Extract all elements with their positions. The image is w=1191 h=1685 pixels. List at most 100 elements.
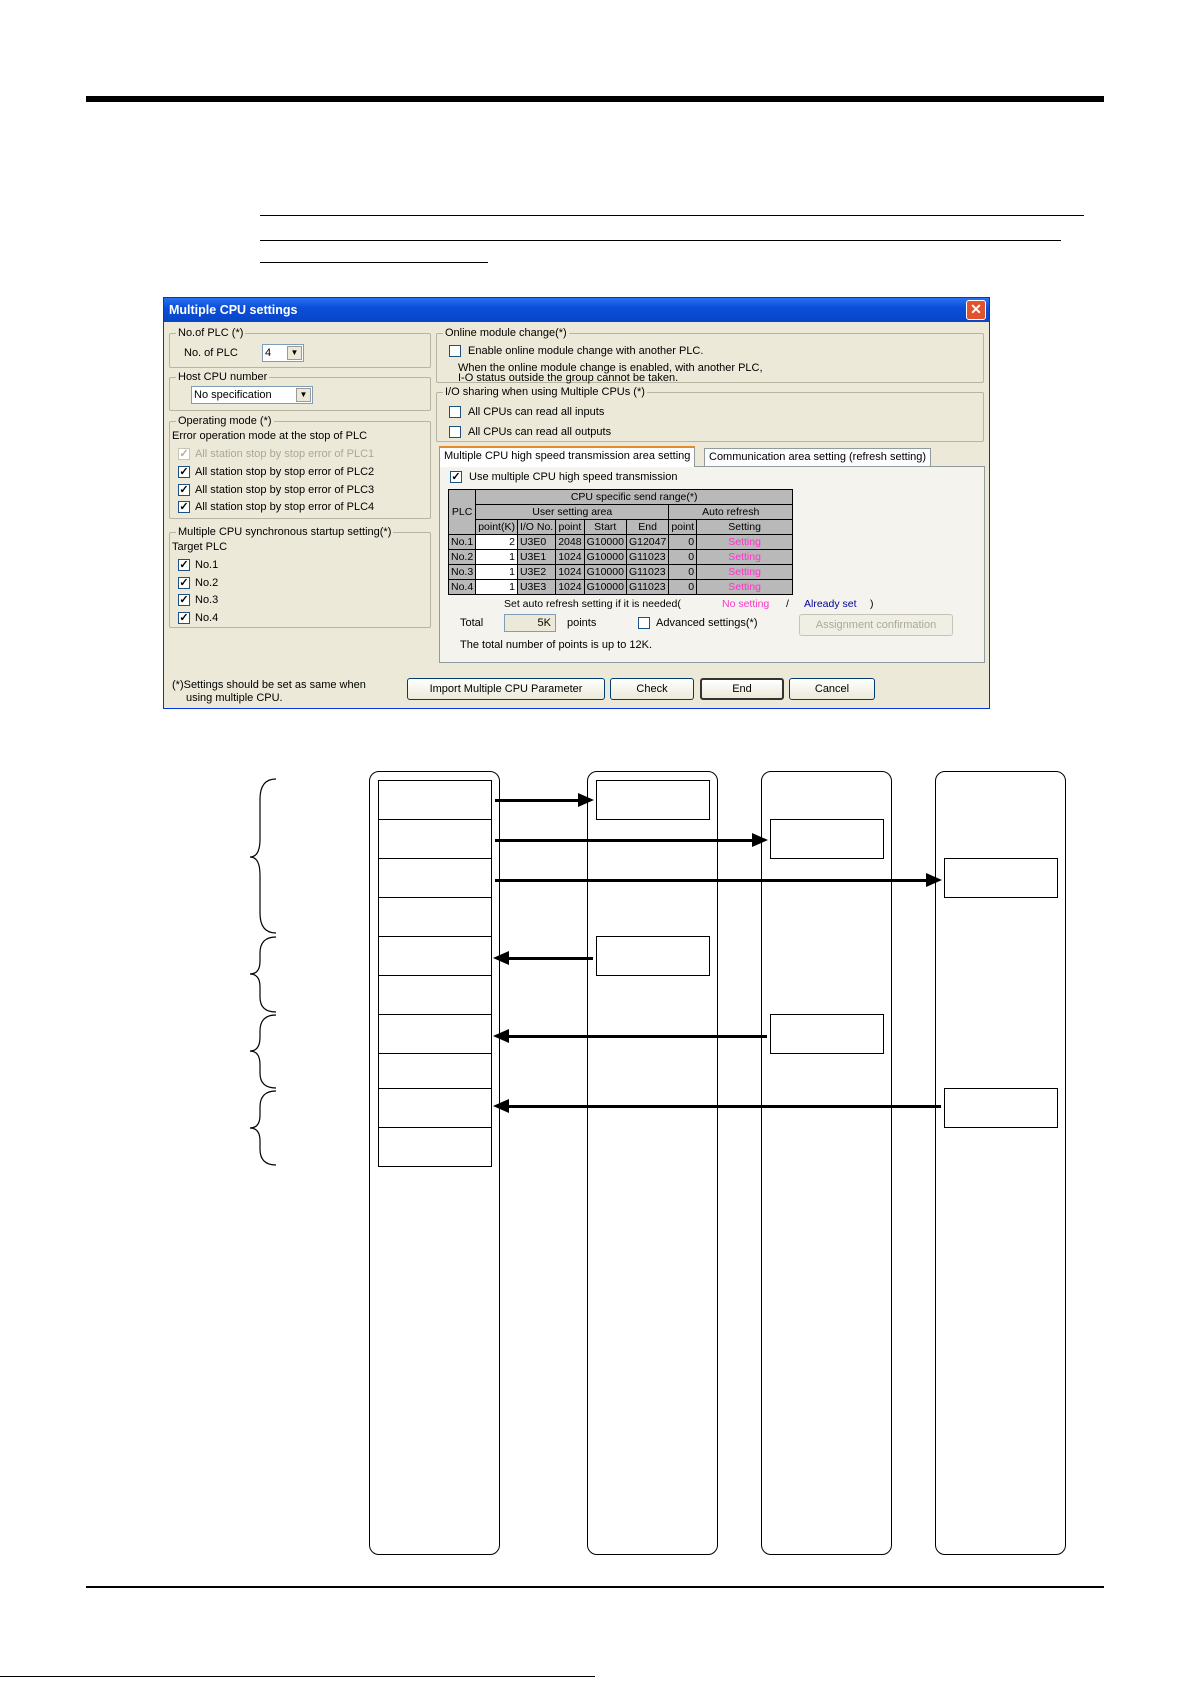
row-setting-button[interactable]: Setting xyxy=(696,534,794,550)
row-point-k[interactable]: 1 xyxy=(475,549,518,565)
table-row: No.1 2 U3E0 2048 G10000 G12047 0 Setting xyxy=(447,534,794,550)
row-plc: No.3 xyxy=(447,564,477,580)
online-change-label: Enable online module change with another… xyxy=(468,345,704,357)
row-point-k[interactable]: 1 xyxy=(475,564,518,580)
read-outputs-checkbox[interactable] xyxy=(449,426,461,438)
row-ar-point: 0 xyxy=(668,564,698,580)
cpu1-area-cell xyxy=(378,780,492,820)
plc4-stop-checkbox[interactable]: ✓ xyxy=(178,501,190,513)
chevron-down-icon: ▼ xyxy=(296,388,311,402)
host-cpu-select[interactable]: No specification ▼ xyxy=(191,386,313,404)
row-end: G11023 xyxy=(625,564,670,580)
no-of-plc-select[interactable]: 4 ▼ xyxy=(262,344,304,362)
online-change-checkbox[interactable] xyxy=(449,345,461,357)
import-parameter-button[interactable]: Import Multiple CPU Parameter xyxy=(407,678,605,700)
cancel-button[interactable]: Cancel xyxy=(789,678,875,700)
host-cpu-group: Host CPU number xyxy=(169,370,431,411)
brace-group xyxy=(249,778,277,1166)
col-plc: PLC xyxy=(447,489,477,535)
col-setting: Setting xyxy=(696,519,794,535)
advanced-settings-checkbox[interactable] xyxy=(638,617,650,629)
footer-rule xyxy=(86,1586,1104,1588)
cpu1-area-cell xyxy=(378,1127,492,1167)
col-point: point xyxy=(555,519,585,535)
total-label: Total xyxy=(460,617,484,629)
arrow-cpu2-to-cpu1 xyxy=(493,951,593,965)
row-point: 2048 xyxy=(555,534,585,550)
error-operation-label: Error operation mode at the stop of PLC xyxy=(172,430,368,442)
row-point-k[interactable]: 2 xyxy=(475,534,518,550)
tab-high-speed-transmission[interactable]: Multiple CPU high speed transmission are… xyxy=(439,446,696,467)
check-button[interactable]: Check xyxy=(610,678,694,700)
multiple-cpu-settings-dialog: Multiple CPU settings ✕ No.of PLC (*) No… xyxy=(163,297,990,709)
advanced-settings-label: Advanced settings(*) xyxy=(656,617,758,629)
online-change-note-1: When the online module change is enabled… xyxy=(458,362,763,374)
col-start: Start xyxy=(583,519,627,535)
cpu2-column xyxy=(587,771,718,1555)
sync-no1-label: No.1 xyxy=(195,559,219,571)
arrow-cpu1-to-cpu4 xyxy=(495,873,942,887)
cpu3-send-cell xyxy=(770,819,884,859)
points-label: points xyxy=(567,617,597,629)
cpu1-area-cell xyxy=(378,975,492,1015)
end-button[interactable]: End xyxy=(700,678,784,700)
row-point-k[interactable]: 1 xyxy=(475,579,518,595)
online-change-legend: Online module change(*) xyxy=(443,326,569,340)
row-ar-point: 0 xyxy=(668,579,698,595)
total-value: 5K xyxy=(504,614,556,632)
footnote-line-2: using multiple CPU. xyxy=(186,692,283,704)
use-high-speed-label: Use multiple CPU high speed transmission xyxy=(469,471,678,483)
cpu1-area-cell xyxy=(378,897,492,937)
plc3-stop-checkbox[interactable]: ✓ xyxy=(178,484,190,496)
cpu1-area-cell xyxy=(378,819,492,859)
read-outputs-label: All CPUs can read all outputs xyxy=(468,426,612,438)
brace-3 xyxy=(249,1014,277,1089)
row-setting-button[interactable]: Setting xyxy=(696,564,794,580)
brace-2 xyxy=(249,936,277,1013)
no-of-plc-value: 4 xyxy=(265,347,272,359)
no-of-plc-legend: No.of PLC (*) xyxy=(176,326,246,340)
chevron-down-icon: ▼ xyxy=(287,346,302,360)
sync-no2-label: No.2 xyxy=(195,577,219,589)
col-send-range: CPU specific send range(*) xyxy=(475,489,794,505)
row-ar-point: 0 xyxy=(668,549,698,565)
close-button[interactable]: ✕ xyxy=(966,300,986,320)
auto-refresh-note: Set auto refresh setting if it is needed… xyxy=(504,598,681,610)
arrow-cpu1-to-cpu3 xyxy=(495,833,768,847)
operating-mode-legend: Operating mode (*) xyxy=(176,414,274,428)
host-cpu-legend: Host CPU number xyxy=(176,370,270,384)
total-points-note: The total number of points is up to 12K. xyxy=(460,639,653,651)
use-high-speed-checkbox[interactable]: ✓ xyxy=(450,471,462,483)
plc1-stop-label: All station stop by stop error of PLC1 xyxy=(195,448,375,460)
col-io-no: I/O No. xyxy=(516,519,557,535)
sync-startup-group: Multiple CPU synchronous startup setting… xyxy=(169,525,431,628)
tab-refresh-setting[interactable]: Communication area setting (refresh sett… xyxy=(704,448,932,467)
sync-no4-label: No.4 xyxy=(195,612,219,624)
legend-close-paren: ) xyxy=(870,598,874,610)
sync-no3-label: No.3 xyxy=(195,594,219,606)
row-setting-button[interactable]: Setting xyxy=(696,579,794,595)
arrow-cpu1-to-cpu2 xyxy=(495,793,594,807)
cpu1-area-cell xyxy=(378,858,492,898)
col-user-area: User setting area xyxy=(475,504,670,520)
row-ar-point: 0 xyxy=(668,534,698,550)
cpu1-area-cell xyxy=(378,1014,492,1054)
row-start: G10000 xyxy=(583,564,627,580)
plc2-stop-checkbox[interactable]: ✓ xyxy=(178,466,190,478)
table-row: No.3 1 U3E2 1024 G10000 G11023 0 Setting xyxy=(447,564,794,580)
host-cpu-value: No specification xyxy=(194,389,272,401)
io-sharing-legend: I/O sharing when using Multiple CPUs (*) xyxy=(443,385,647,399)
row-setting-button[interactable]: Setting xyxy=(696,549,794,565)
row-point: 1024 xyxy=(555,579,585,595)
row-point: 1024 xyxy=(555,564,585,580)
bottom-margin-rule xyxy=(0,1676,595,1677)
text-underline-3 xyxy=(260,262,488,263)
sync-no4-checkbox[interactable]: ✓ xyxy=(178,612,190,624)
assignment-confirmation-button[interactable]: Assignment confirmation xyxy=(799,614,953,636)
sync-no2-checkbox[interactable]: ✓ xyxy=(178,577,190,589)
read-inputs-checkbox[interactable] xyxy=(449,406,461,418)
brace-1 xyxy=(249,778,277,934)
no-setting-legend: No setting xyxy=(722,598,770,610)
sync-no1-checkbox[interactable]: ✓ xyxy=(178,559,190,571)
sync-no3-checkbox[interactable]: ✓ xyxy=(178,594,190,606)
